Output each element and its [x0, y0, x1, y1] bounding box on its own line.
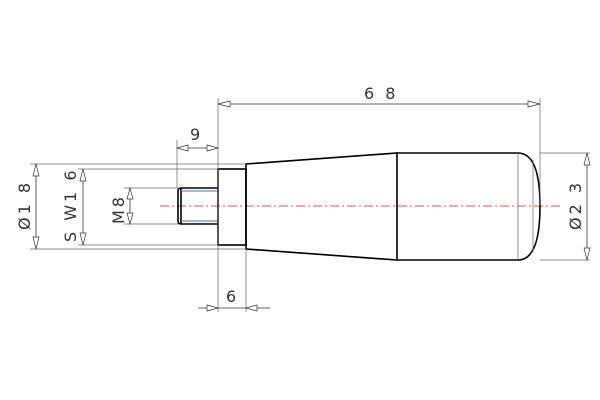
- grip: [397, 152, 541, 261]
- dimension-collar-diameter: Ø1 8: [15, 163, 40, 250]
- label-thread: M8: [109, 194, 128, 224]
- dimension-thread: M8: [109, 186, 134, 226]
- label-collar-width: 6: [226, 287, 239, 306]
- dimension-wrench-flat: S W1 6: [61, 167, 87, 246]
- extension-lines: [30, 98, 590, 312]
- dimension-collar-width: 6: [198, 287, 270, 312]
- dimension-overall-length: 6 8: [217, 84, 541, 108]
- dimension-grip-diameter: Ø2 3: [566, 152, 591, 261]
- tapered-body: [245, 152, 398, 261]
- label-overall-length: 6 8: [364, 84, 398, 103]
- threaded-stud: [177, 187, 218, 225]
- dimension-stud-length: 9: [175, 125, 220, 152]
- label-wrench-flat: S W1 6: [61, 167, 80, 242]
- label-grip-diameter: Ø2 3: [566, 180, 585, 230]
- collar: [217, 168, 247, 246]
- label-stud-length: 9: [190, 125, 203, 144]
- label-collar-diameter: Ø1 8: [15, 180, 34, 230]
